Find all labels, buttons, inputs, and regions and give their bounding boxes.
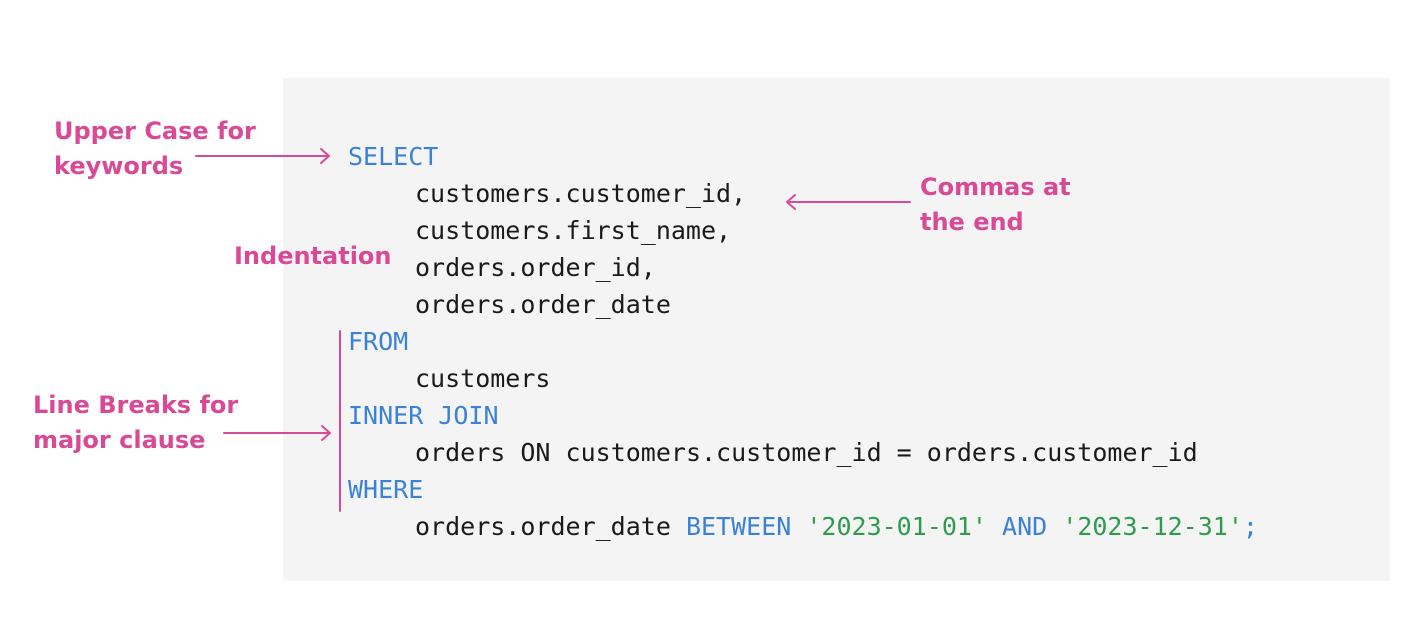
commas-note-line-2: the end (920, 208, 1024, 236)
line-breaks-note: Line Breaks for major clause (33, 388, 238, 458)
code-panel (283, 78, 1390, 581)
commas-arrow (786, 194, 911, 210)
indentation-note: Indentation (234, 242, 392, 270)
statement-terminator: ; (1242, 512, 1258, 541)
date-start-literal: '2023-01-01' (806, 512, 987, 541)
code-line-inner-join: INNER JOIN (348, 399, 499, 433)
code-line-join-condition: orders ON customers.customer_id = orders… (415, 436, 1198, 470)
join-condition: customers.customer_id = orders.customer_… (565, 438, 1198, 467)
join-table: orders (415, 438, 506, 467)
where-column: orders.order_date (415, 512, 671, 541)
keyword-and: AND (1002, 512, 1048, 541)
upper-case-note: Upper Case for keywords (54, 114, 256, 184)
keyword-where: WHERE (348, 475, 424, 504)
keyword-on: ON (520, 438, 551, 467)
code-line-select: SELECT (348, 140, 438, 174)
keyword-select: SELECT (348, 142, 439, 171)
upper-case-arrow (195, 148, 330, 164)
commas-note-line-1: Commas at (920, 173, 1071, 201)
code-line-where: WHERE (348, 473, 423, 507)
keyword-from: FROM (348, 327, 409, 356)
date-end-literal: '2023-12-31' (1062, 512, 1243, 541)
line-breaks-note-line-2: major clause (33, 426, 206, 454)
code-line-column: customers.customer_id, (415, 179, 747, 208)
upper-case-note-line-2: keywords (54, 152, 184, 180)
line-breaks-arrow (223, 425, 331, 441)
commas-note: Commas at the end (920, 170, 1071, 240)
code-line-where-condition: orders.order_date BETWEEN '2023-01-01' A… (415, 510, 1258, 544)
code-line-from: FROM (348, 325, 408, 359)
code-line-from-table: customers (415, 364, 551, 393)
upper-case-note-line-1: Upper Case for (54, 117, 256, 145)
code-line-column: orders.order_date (415, 290, 671, 319)
keyword-inner-join: INNER JOIN (348, 401, 499, 430)
line-breaks-note-line-1: Line Breaks for (33, 391, 239, 419)
code-line-column: customers.first_name, (415, 216, 732, 245)
keyword-between: BETWEEN (685, 512, 792, 541)
code-line-column: orders.order_id, (415, 253, 656, 282)
